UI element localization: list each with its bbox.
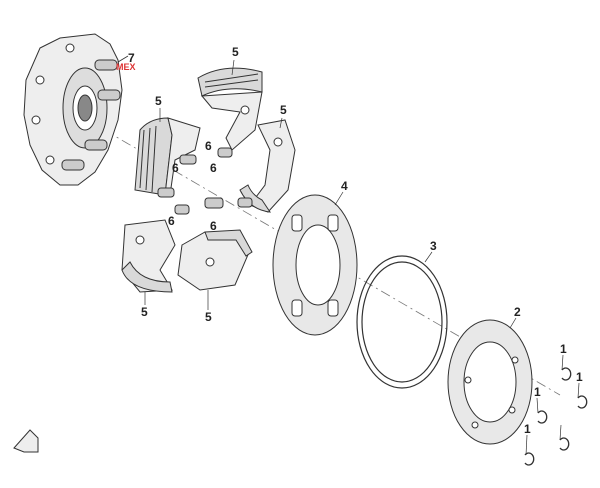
callout-1-a: 1 (560, 342, 567, 356)
callout-1-b: 1 (576, 370, 583, 384)
clutch-shoe-left (134, 117, 201, 196)
callout-3: 3 (430, 239, 437, 253)
callout-6-e: 6 (210, 219, 217, 233)
callout-6-d: 6 (168, 214, 175, 228)
callout-5-top: 5 (232, 45, 239, 59)
clutch-shoe-bottom-left (121, 219, 176, 293)
watermark-logo: MEX (116, 62, 136, 72)
clutch-shoe-bottom-right (177, 229, 253, 291)
callout-5-bottom-right: 5 (205, 310, 212, 324)
callout-5-left: 5 (155, 94, 162, 108)
clutch-shoe-top (197, 67, 263, 151)
front-arrow-icon (13, 429, 39, 453)
callout-6-a: 6 (205, 139, 212, 153)
clutch-plate-part-4 (272, 194, 358, 336)
springs-part-6 (157, 147, 253, 215)
callout-1-c: 1 (534, 385, 541, 399)
gasket-ring-part-3 (356, 255, 448, 389)
circlips-part-1 (524, 367, 588, 466)
callout-2: 2 (514, 305, 521, 319)
callout-1-d: 1 (524, 422, 531, 436)
callout-6-c: 6 (210, 161, 217, 175)
callout-7: 7 (128, 51, 135, 65)
callout-6-b: 6 (172, 161, 179, 175)
callout-4: 4 (341, 179, 348, 193)
callout-5-right: 5 (280, 103, 287, 117)
callout-5-bottom-left: 5 (141, 305, 148, 319)
leader-lines (144, 59, 580, 456)
clutch-carrier-part-7 (23, 33, 123, 186)
cover-plate-part-2 (447, 319, 533, 445)
